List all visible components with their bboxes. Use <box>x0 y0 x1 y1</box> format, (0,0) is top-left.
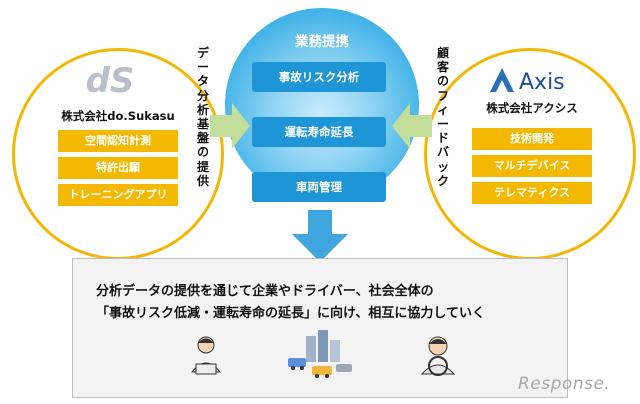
dosukasu-logo: dS <box>70 61 150 102</box>
down-arrow <box>292 210 348 266</box>
summary-line-1: 分析データの提供を通じて企業やドライバー、社会全体の <box>96 284 434 299</box>
left-company-name: 株式会社do.Sukasu <box>61 109 175 123</box>
left-flow-label: データ分析基盤の提供 <box>196 46 209 188</box>
center-item-3: 車両管理 <box>252 172 386 202</box>
right-company-name: 株式会社アクシス <box>486 101 578 115</box>
laptop-user-icon <box>186 334 226 380</box>
right-item-1: 技術開発 <box>472 128 592 150</box>
center-item-2: 運転寿命延長 <box>252 117 386 147</box>
left-arrow <box>210 103 250 153</box>
right-company-circle <box>424 48 636 260</box>
left-item-2: 特許出願 <box>58 157 178 179</box>
axis-logo-icon: Axis <box>490 68 565 95</box>
left-item-3: トレーニングアプリ <box>58 184 178 206</box>
left-company-circle <box>12 48 224 260</box>
right-item-3: テレマティクス <box>472 182 592 204</box>
center-item-1: 事故リスク分析 <box>252 62 386 92</box>
left-item-1: 空間認知計測 <box>58 130 178 152</box>
svg-text:Axis: Axis <box>519 70 565 95</box>
summary-line-2: 「事故リスク低減・運転寿命の延長」に向け、相互に協力していく <box>96 306 485 321</box>
response-watermark: Response. <box>518 374 611 394</box>
axis-logo: Axis <box>486 62 586 96</box>
right-flow-label: 顧客のフィードバック <box>436 46 449 188</box>
driver-icon <box>416 332 460 380</box>
svg-text:dS: dS <box>86 62 135 101</box>
city-vehicles-icon <box>282 328 358 386</box>
right-item-2: マルチデバイス <box>472 155 592 177</box>
center-title: 業務提携 <box>295 34 349 50</box>
center-circle <box>225 8 419 202</box>
right-arrow <box>392 103 432 153</box>
